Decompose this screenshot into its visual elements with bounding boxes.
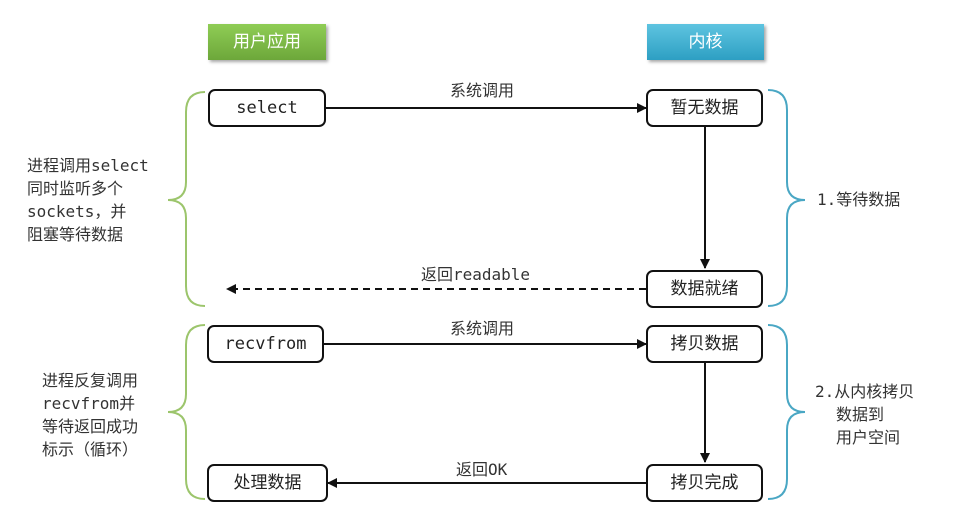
recv-note-line: recvfrom并 — [42, 394, 136, 413]
phase2-note-line: 用户空间 — [836, 428, 901, 447]
return-readable-label: 返回readable — [421, 265, 531, 284]
copy-data-box: 拷贝数据 — [646, 325, 763, 363]
select-note-line: 进程调用select — [27, 156, 149, 175]
recv-note: 进程反复调用 recvfrom并 等待返回成功 标示（循环） — [42, 369, 138, 461]
left-brace-recvfrom — [167, 324, 206, 500]
select-box: select — [208, 89, 326, 127]
recv-note-line: 等待返回成功 — [42, 417, 139, 436]
process-data-box: 处理数据 — [207, 464, 328, 502]
select-note: 进程调用select 同时监听多个 sockets，并 阻塞等待数据 — [27, 154, 149, 246]
kernel-header: 内核 — [647, 24, 764, 60]
right-brace-phase2 — [767, 324, 806, 500]
select-note-line: 同时监听多个 — [27, 179, 124, 198]
copy-done-box: 拷贝完成 — [646, 464, 763, 502]
phase2-note-line: 2.从内核拷贝 — [815, 382, 915, 401]
user-app-header: 用户应用 — [208, 24, 326, 60]
right-brace-phase1 — [767, 89, 806, 307]
left-brace-select — [167, 91, 206, 307]
recv-note-line: 进程反复调用 — [42, 371, 139, 390]
syscall-label-2: 系统调用 — [450, 319, 515, 338]
phase2-note: 2.从内核拷贝 数据到 用户空间 — [815, 380, 914, 449]
select-note-line: 阻塞等待数据 — [27, 225, 124, 244]
data-ready-box: 数据就绪 — [646, 270, 763, 308]
recv-note-line: 标示（循环） — [42, 440, 139, 459]
recvfrom-box: recvfrom — [207, 325, 324, 363]
syscall-label-1: 系统调用 — [450, 81, 515, 100]
no-data-box: 暂无数据 — [646, 89, 763, 127]
select-note-line: sockets，并 — [27, 202, 127, 221]
phase1-note: 1.等待数据 — [817, 190, 901, 209]
phase2-note-line: 数据到 — [836, 405, 885, 424]
return-ok-label: 返回OK — [456, 460, 508, 479]
